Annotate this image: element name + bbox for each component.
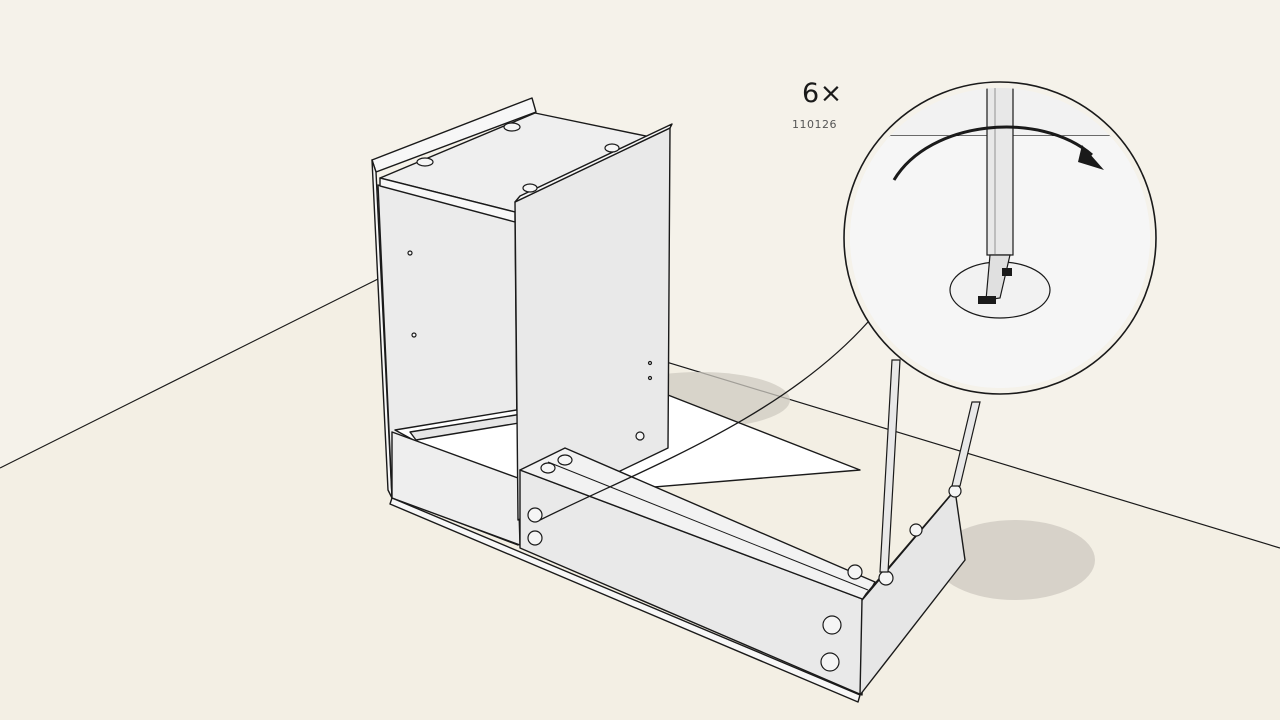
cabinet-frame — [371, 97, 966, 703]
rotate-clockwise-arrow-icon — [892, 125, 1093, 181]
quantity-label: 6× — [802, 78, 843, 109]
part-number-label: 110126 — [792, 118, 837, 131]
screwdriver-shafts — [879, 359, 981, 573]
screwdriver-icon — [986, 88, 1014, 256]
dowels — [407, 122, 962, 672]
detail-magnifier — [843, 81, 1157, 395]
callout-line — [539, 321, 869, 521]
